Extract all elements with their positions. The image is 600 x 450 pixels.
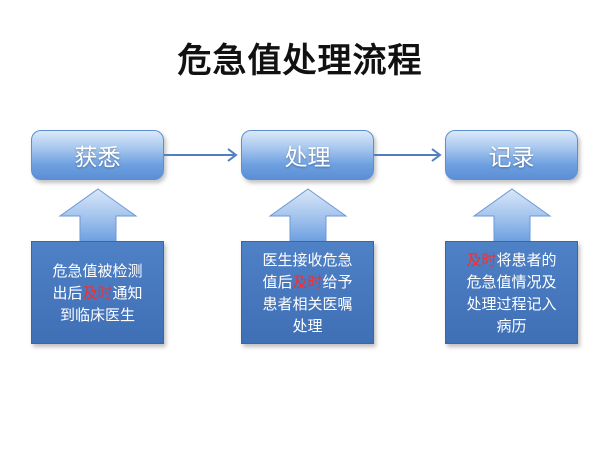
- note-1-line-2-a: 出后: [52, 283, 83, 302]
- note-2-line-2-a: 值后: [262, 272, 293, 291]
- step-label-2: 处理: [284, 145, 331, 171]
- note-1-line-2-b: 通知: [112, 283, 143, 302]
- note-3-line-1-b: 将患者的: [496, 250, 557, 269]
- note-1-line-1: 危急值被检测: [52, 261, 143, 280]
- step-box-2: 处理: [241, 130, 374, 180]
- note-2-line-4: 处理: [292, 316, 323, 335]
- up-arrow-2: [268, 188, 348, 243]
- note-1-highlight: 及时: [82, 283, 113, 302]
- note-box-3: 及时将患者的 危急值情况及 处理过程记入 病历: [445, 241, 578, 344]
- note-box-2: 医生接收危急 值后及时给予 患者相关医嘱 处理: [241, 241, 374, 344]
- step-label-3: 记录: [488, 145, 535, 171]
- note-2-line-2-b: 给予: [322, 272, 353, 291]
- step-box-1: 获悉: [31, 130, 164, 180]
- up-arrow-3: [472, 188, 552, 243]
- note-2-highlight: 及时: [292, 272, 323, 291]
- arrow-step2-to-step3: [374, 148, 442, 162]
- note-3-line-3: 处理过程记入: [466, 294, 557, 313]
- note-3-line-2: 危急值情况及: [466, 272, 557, 291]
- step-label-1: 获悉: [74, 145, 121, 171]
- note-3-line-4: 病历: [496, 316, 527, 335]
- note-2-line-1: 医生接收危急: [262, 250, 353, 269]
- note-text-2: 医生接收危急 值后及时给予 患者相关医嘱 处理: [262, 249, 352, 337]
- note-2-line-3: 患者相关医嘱: [262, 294, 353, 313]
- step-box-3: 记录: [445, 130, 578, 180]
- note-box-1: 危急值被检测 出后及时通知 到临床医生: [31, 241, 164, 344]
- note-text-3: 及时将患者的 危急值情况及 处理过程记入 病历: [466, 249, 556, 337]
- page-title: 危急值处理流程: [177, 41, 423, 81]
- arrow-step1-to-step2: [164, 148, 238, 162]
- up-arrow-1: [58, 188, 138, 243]
- note-3-highlight: 及时: [466, 250, 497, 269]
- note-text-1: 危急值被检测 出后及时通知 到临床医生: [52, 260, 142, 326]
- note-1-line-3: 到临床医生: [59, 305, 135, 324]
